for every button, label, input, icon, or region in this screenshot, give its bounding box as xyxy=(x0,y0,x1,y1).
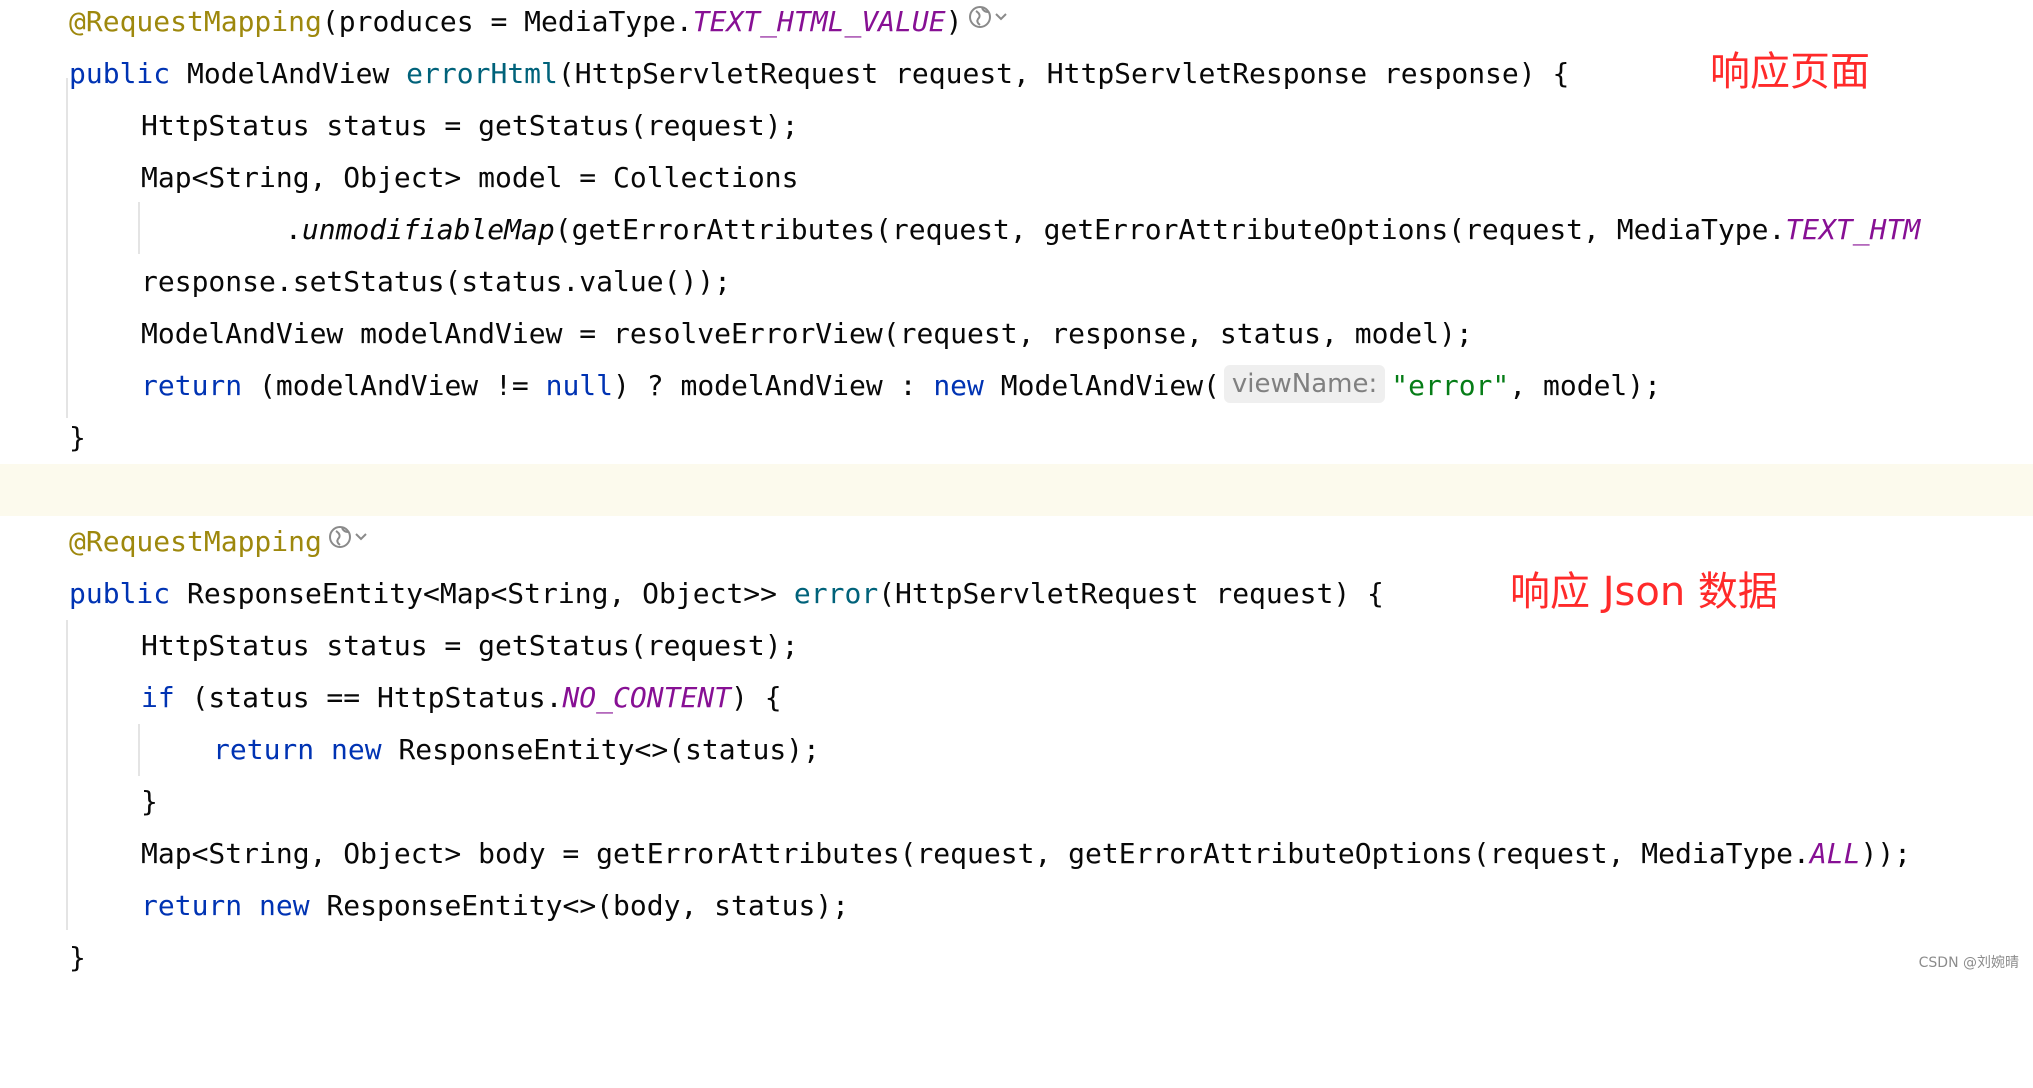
code-line[interactable]: ModelAndView modelAndView = resolveError… xyxy=(141,317,1473,350)
code-line[interactable]: } xyxy=(69,941,86,974)
code-line[interactable]: if (status == HttpStatus.NO_CONTENT) { xyxy=(141,681,782,714)
code-line[interactable]: response.setStatus(status.value()); xyxy=(141,265,732,298)
globe-dropdown-icon[interactable] xyxy=(328,517,372,569)
code-line[interactable]: HttpStatus status = getStatus(request); xyxy=(141,629,799,662)
code-line[interactable]: } xyxy=(69,421,86,454)
code-line[interactable]: return (modelAndView != null) ? modelAnd… xyxy=(0,360,2033,412)
annotation-token: @RequestMapping xyxy=(69,5,322,38)
code-line[interactable]: .unmodifiableMap(getErrorAttributes(requ… xyxy=(285,213,1921,246)
annotation-token: @RequestMapping xyxy=(69,525,322,558)
method-name: error xyxy=(793,577,879,610)
annotation-note-json: 响应 Json 数据 xyxy=(1510,569,1778,615)
code-line[interactable]: @RequestMapping(produces = MediaType.TEX… xyxy=(0,0,2033,48)
code-line[interactable]: } xyxy=(141,785,158,818)
annotation-note-page: 响应页面 xyxy=(1710,49,1870,95)
current-line[interactable] xyxy=(0,464,2033,516)
watermark: CSDN @刘婉晴 xyxy=(1918,955,2019,971)
code-line[interactable]: return new ResponseEntity<>(body, status… xyxy=(141,889,850,922)
indent-guide xyxy=(66,78,68,418)
code-line[interactable]: Map<String, Object> model = Collections xyxy=(141,161,799,194)
code-line[interactable]: return new ResponseEntity<>(status); xyxy=(213,733,820,766)
globe-dropdown-icon[interactable] xyxy=(968,0,1012,49)
parameter-hint: viewName: xyxy=(1223,365,1386,403)
indent-guide xyxy=(138,202,140,254)
code-line[interactable]: Map<String, Object> body = getErrorAttri… xyxy=(141,837,1912,870)
method-name: errorHtml xyxy=(406,57,558,90)
code-editor[interactable]: @RequestMapping(produces = MediaType.TEX… xyxy=(0,0,2033,980)
indent-guide xyxy=(138,724,140,776)
code-line[interactable]: public ModelAndView errorHtml(HttpServle… xyxy=(0,48,2033,100)
code-line[interactable]: public ResponseEntity<Map<String, Object… xyxy=(0,568,2033,620)
indent-guide xyxy=(66,620,68,930)
code-line[interactable]: @RequestMapping xyxy=(0,516,2033,568)
code-line[interactable]: HttpStatus status = getStatus(request); xyxy=(141,109,799,142)
